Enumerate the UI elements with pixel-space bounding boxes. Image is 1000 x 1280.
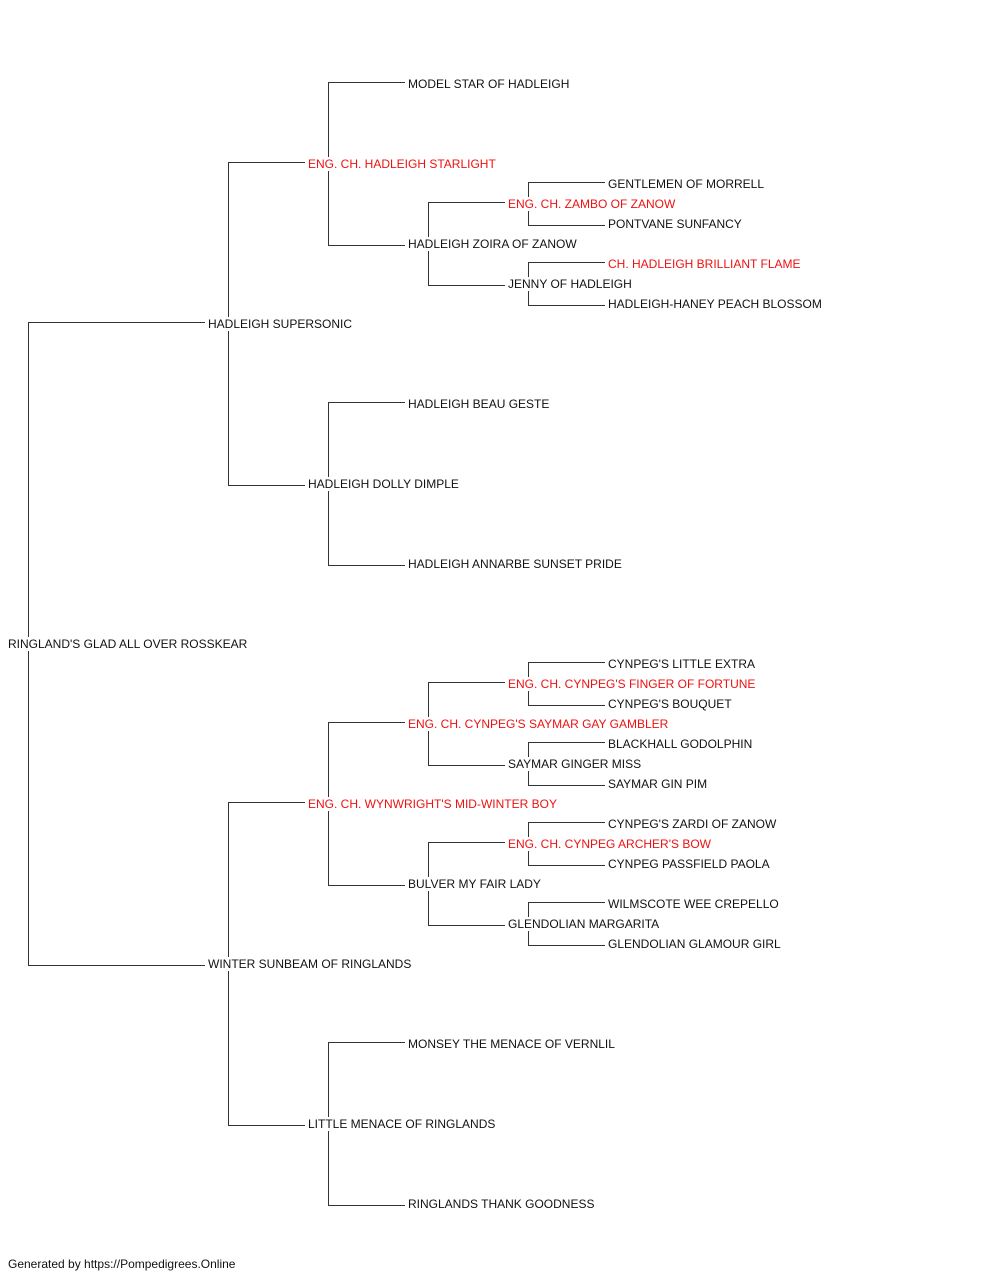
dam-sire-dam-sire: ENG. CH. CYNPEG ARCHER'S BOW xyxy=(508,837,713,851)
sire-sire-dam-sire-dam: PONTVANE SUNFANCY xyxy=(608,217,744,231)
sire-dam-dam: HADLEIGH ANNARBE SUNSET PRIDE xyxy=(408,557,624,571)
sire-sire-dam-dam: JENNY OF HADLEIGH xyxy=(508,277,634,291)
sire-sire-dam-dam-dam: HADLEIGH-HANEY PEACH BLOSSOM xyxy=(608,297,824,311)
dam-sire-sire-dam-dam: SAYMAR GIN PIM xyxy=(608,777,710,791)
dam-sire-sire-sire-dam: CYNPEG'S BOUQUET xyxy=(608,697,734,711)
dam-sire-sire-sire-sire: CYNPEG'S LITTLE EXTRA xyxy=(608,657,757,671)
dam-dam-sire: MONSEY THE MENACE OF VERNLIL xyxy=(408,1037,617,1051)
sire-sire-dam: HADLEIGH ZOIRA OF ZANOW xyxy=(408,237,579,251)
sire-sire: ENG. CH. HADLEIGH STARLIGHT xyxy=(308,157,498,171)
dam-sire-dam-dam-dam: GLENDOLIAN GLAMOUR GIRL xyxy=(608,937,783,951)
generated-by-footer: Generated by https://Pompedigrees.Online xyxy=(8,1257,236,1271)
dam-sire-dam-dam: GLENDOLIAN MARGARITA xyxy=(508,917,662,931)
dam-sire-dam: BULVER MY FAIR LADY xyxy=(408,877,543,891)
dam-sire-dam-sire-sire: CYNPEG'S ZARDI OF ZANOW xyxy=(608,817,779,831)
sire-dam: HADLEIGH DOLLY DIMPLE xyxy=(308,477,461,491)
sire-sire-dam-sire-sire: GENTLEMEN OF MORRELL xyxy=(608,177,767,191)
sire-dam-sire: HADLEIGH BEAU GESTE xyxy=(408,397,552,411)
dam-sire: ENG. CH. WYNWRIGHT'S MID-WINTER BOY xyxy=(308,797,559,811)
dam-sire-sire: ENG. CH. CYNPEG'S SAYMAR GAY GAMBLER xyxy=(408,717,671,731)
dam-sire-dam-dam-sire: WILMSCOTE WEE CREPELLO xyxy=(608,897,781,911)
dam: WINTER SUNBEAM OF RINGLANDS xyxy=(208,957,414,971)
dam-dam: LITTLE MENACE OF RINGLANDS xyxy=(308,1117,498,1131)
dam-dam-dam: RINGLANDS THANK GOODNESS xyxy=(408,1197,597,1211)
sire: HADLEIGH SUPERSONIC xyxy=(208,317,355,331)
dam-sire-dam-sire-dam: CYNPEG PASSFIELD PAOLA xyxy=(608,857,772,871)
sire-sire-sire: MODEL STAR OF HADLEIGH xyxy=(408,77,572,91)
dam-sire-sire-dam-sire: BLACKHALL GODOLPHIN xyxy=(608,737,755,751)
dam-sire-sire-sire: ENG. CH. CYNPEG'S FINGER OF FORTUNE xyxy=(508,677,758,691)
sire-sire-dam-dam-sire: CH. HADLEIGH BRILLIANT FLAME xyxy=(608,257,803,271)
sire-sire-dam-sire: ENG. CH. ZAMBO OF ZANOW xyxy=(508,197,678,211)
subject-dog: RINGLAND'S GLAD ALL OVER ROSSKEAR xyxy=(8,637,250,651)
dam-sire-sire-dam: SAYMAR GINGER MISS xyxy=(508,757,644,771)
